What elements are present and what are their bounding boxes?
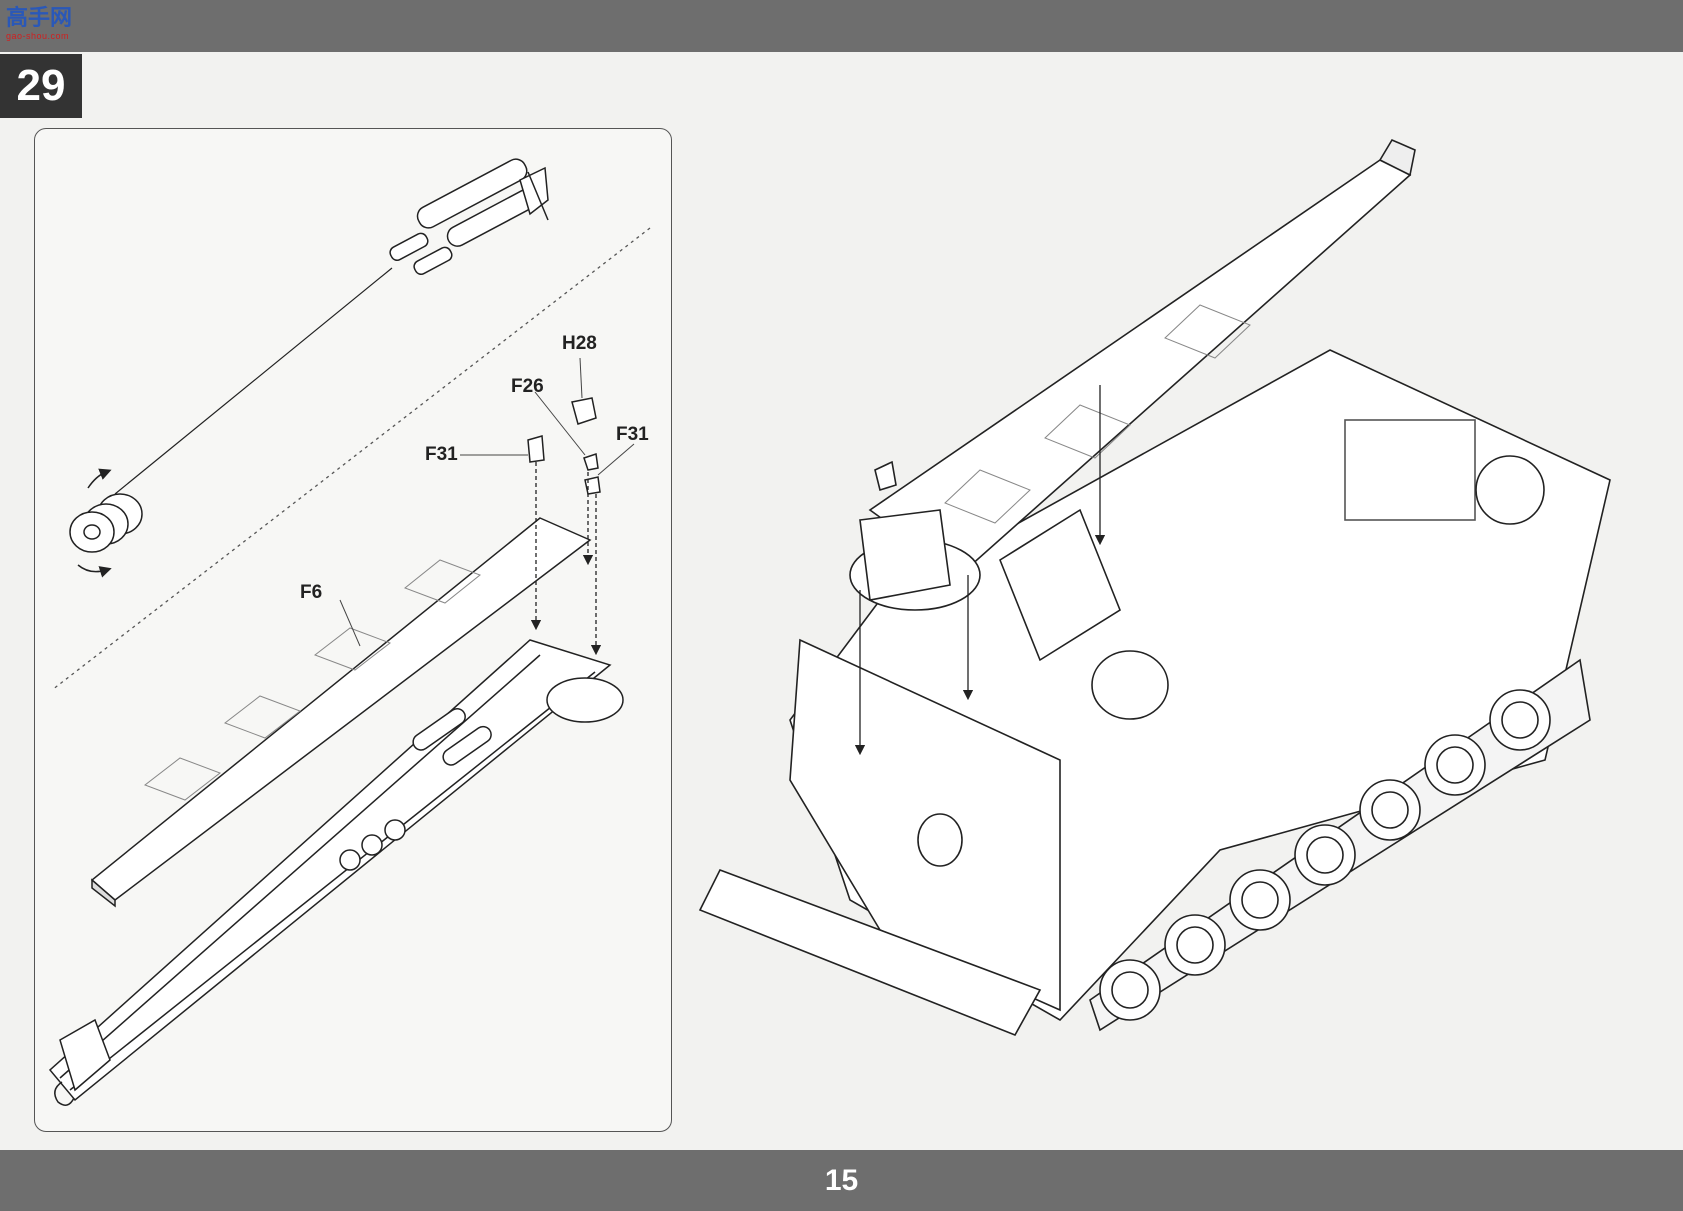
dashed-divider (51, 227, 651, 691)
completed-vehicle (698, 349, 1611, 1037)
assembly-arrows-right (854, 385, 1106, 756)
part-label-f31-left: F31 (425, 444, 458, 465)
part-label-f26: F26 (511, 376, 544, 397)
part-label-f31-right: F31 (616, 424, 649, 445)
assembly-arrows-left (530, 462, 602, 656)
top-bar (0, 0, 1683, 52)
step-number-badge: 29 (0, 54, 82, 118)
page-number: 15 (824, 1164, 859, 1197)
pulley-wheels (69, 468, 143, 578)
boom-frame (48, 639, 624, 1106)
site-logo: 高手网 (6, 5, 73, 30)
hydraulic-cylinder-assembly (114, 158, 549, 495)
boom-cover-part (90, 517, 592, 908)
part-label-f6: F6 (300, 582, 323, 603)
crane-boom (849, 138, 1416, 611)
part-leader-lines (339, 357, 635, 647)
small-parts (527, 397, 601, 495)
part-label-h28: H28 (562, 333, 597, 354)
bottom-bar (0, 1150, 1683, 1211)
site-logo-subtext: gao-shou.com (6, 31, 70, 41)
